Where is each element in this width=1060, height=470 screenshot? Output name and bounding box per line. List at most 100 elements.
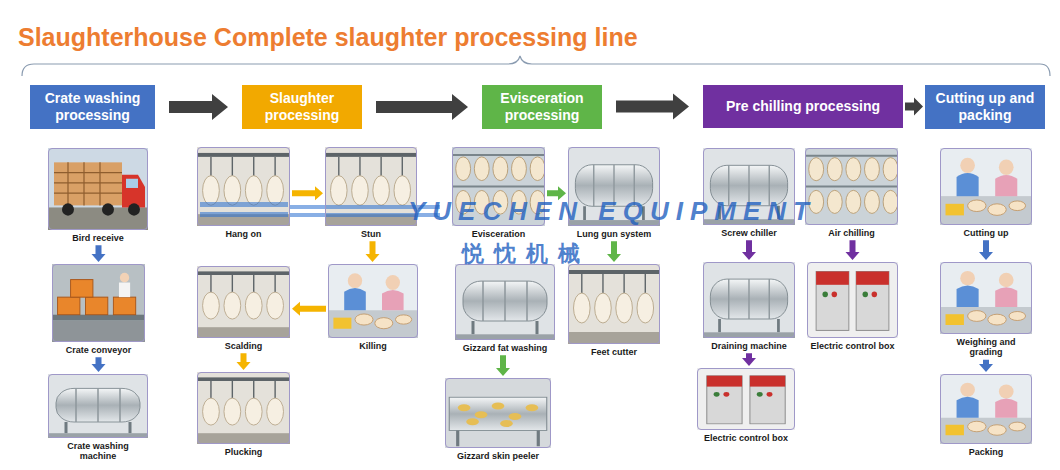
flow-arrow: [616, 94, 689, 120]
photo-frame: [455, 264, 555, 340]
process-photo: Gizzard skin peeler: [445, 378, 551, 461]
flow-arrow: [292, 186, 323, 200]
photo-frame: [807, 262, 898, 338]
photo-feet-cutter: [568, 264, 660, 344]
process-photo: Screw chiller: [703, 148, 795, 238]
step-caption: Packing: [940, 447, 1032, 457]
photo-frame: [197, 372, 290, 444]
photo-killing: [328, 264, 418, 338]
photo-hang-on: [197, 147, 290, 226]
photo-frame: [48, 148, 148, 230]
photo-gizzard-peeler: [445, 378, 551, 448]
process-photo: Feet cutter: [568, 264, 660, 357]
step-caption: Plucking: [197, 447, 290, 457]
stage-header: Slaughter processing: [242, 85, 362, 129]
flow-arrow: [92, 357, 106, 372]
flow-arrow: [237, 353, 251, 370]
diagram-title: Slaughterhouse Complete slaughter proces…: [18, 22, 638, 52]
process-photo: Electric control box: [697, 368, 795, 443]
photo-control-box: [697, 368, 795, 430]
flow-arrow: [607, 241, 621, 262]
stage-label: Evisceration processing: [488, 90, 596, 124]
photo-crate-washer: [48, 374, 148, 438]
process-photo: Crate washing machine: [48, 374, 148, 462]
process-photo: Killing: [328, 264, 418, 351]
step-caption: Gizzard fat washing: [455, 343, 555, 353]
photo-frame: [197, 147, 290, 226]
photo-frame: [568, 264, 660, 344]
step-caption: Scalding: [197, 341, 290, 351]
process-photo: Stun: [325, 147, 417, 239]
step-caption: Lung gun system: [568, 229, 660, 239]
flow-arrow: [292, 302, 326, 316]
step-caption: Feet cutter: [568, 347, 660, 357]
step-caption: Draining machine: [703, 341, 795, 351]
process-photo: Packing: [940, 374, 1032, 457]
stage-label: Cutting up and packing: [931, 90, 1039, 124]
photo-draining: [703, 262, 795, 338]
process-photo: Scalding: [197, 266, 290, 351]
photo-frame: [197, 266, 290, 338]
step-caption: Bird receive: [48, 233, 148, 243]
process-photo: Plucking: [197, 372, 290, 457]
step-caption: Cutting up: [940, 228, 1032, 238]
step-caption: Weighing and grading: [940, 337, 1032, 358]
photo-control-box: [807, 262, 898, 338]
process-photo: Weighing and grading: [940, 262, 1032, 358]
step-caption: Killing: [328, 341, 418, 351]
process-photo: Lung gun system: [568, 147, 660, 239]
step-caption: Gizzard skin peeler: [445, 451, 551, 461]
step-caption: Electric control box: [807, 341, 898, 351]
watermark-text: YUECHEN EQUIPMENT: [408, 198, 816, 224]
flow-arrow: [742, 353, 756, 366]
stage-header: Evisceration processing: [482, 85, 602, 129]
photo-frame: [48, 374, 148, 438]
step-caption: Electric control box: [697, 433, 795, 443]
process-photo: Evisceration: [452, 147, 545, 239]
photo-frame: [805, 148, 898, 225]
flow-arrow: [905, 98, 923, 116]
logo-bar: [200, 212, 288, 217]
step-caption: Air chilling: [805, 228, 898, 238]
photo-frame: [940, 374, 1032, 444]
photo-weighing: [940, 262, 1032, 334]
flow-arrow: [366, 241, 380, 262]
step-caption: Evisceration: [452, 229, 545, 239]
photo-frame: [703, 262, 795, 338]
photo-plucking: [197, 372, 290, 444]
photos: [48, 147, 1032, 448]
photo-cutting: [940, 148, 1032, 225]
stage-label: Pre chilling processing: [726, 98, 880, 115]
brace-line: [22, 56, 1050, 76]
process-photo: Hang on: [197, 147, 290, 239]
flow-arrow: [376, 94, 468, 120]
flow-arrow: [169, 94, 228, 120]
step-caption: Stun: [325, 229, 417, 239]
process-photo: Air chilling: [805, 148, 898, 238]
stage-label: Crate washing processing: [36, 90, 149, 124]
flow-arrow: [979, 240, 993, 260]
photo-gizzard-washer: [455, 264, 555, 340]
watermark-text: 悦忱机械: [462, 243, 590, 265]
step-caption: Screw chiller: [703, 228, 795, 238]
stage-header: Pre chilling processing: [703, 85, 903, 128]
stage-header: Crate washing processing: [30, 85, 155, 129]
stage-label: Slaughter processing: [248, 90, 356, 124]
photo-frame: [697, 368, 795, 430]
flow-arrow: [92, 245, 106, 262]
photo-frame: [325, 147, 417, 226]
photo-air-chilling: [805, 148, 898, 225]
process-photo: Cutting up: [940, 148, 1032, 238]
process-photo: Draining machine: [703, 262, 795, 351]
photo-scalding: [197, 266, 290, 338]
process-photo: Crate conveyor: [52, 264, 145, 355]
flow-arrow: [742, 240, 756, 260]
step-caption: Crate washing machine: [48, 441, 148, 462]
photo-frame: [52, 264, 145, 342]
photo-frame: [445, 378, 551, 448]
watermark-logo: [200, 202, 440, 217]
